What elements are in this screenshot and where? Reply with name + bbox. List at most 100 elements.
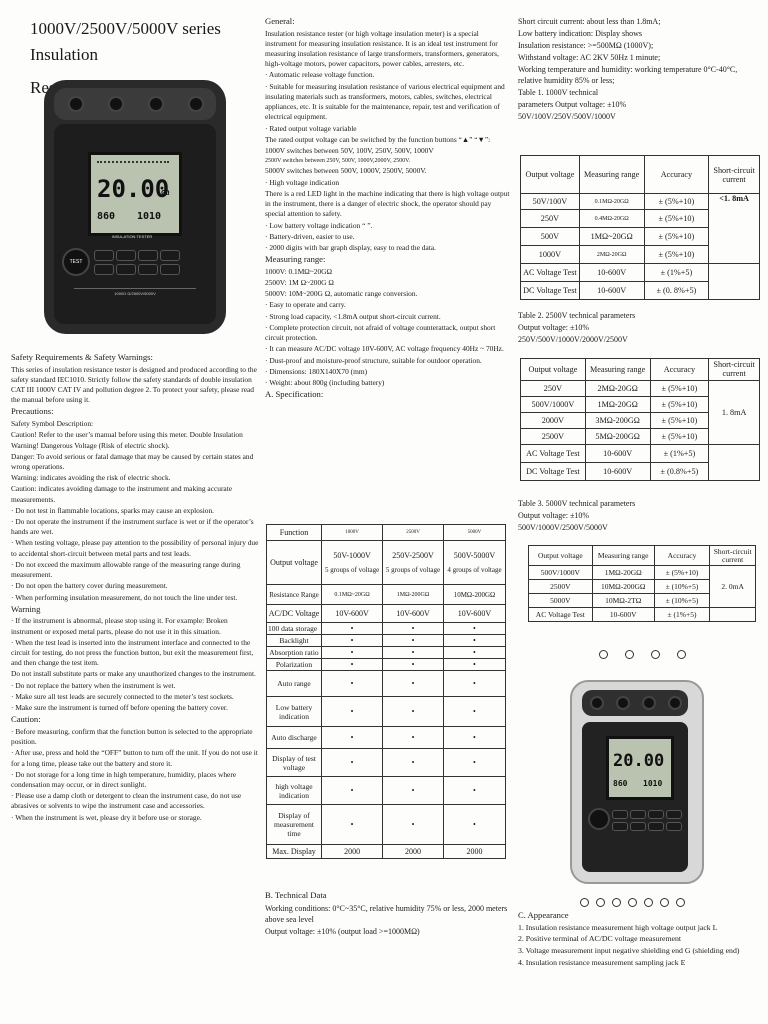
device-face: 20.00 GΩ 860 1010 INSULATION TESTER TEST… (54, 124, 216, 324)
spec-cell: 10MΩ-200GΩ (442, 584, 507, 605)
spec-row-feature: Auto discharge ••• (266, 726, 507, 749)
warning-bullet: If the instrument is abnormal, please st… (11, 616, 259, 636)
safety-section: Safety Requirements & Safety Warnings: T… (11, 352, 259, 824)
device-button-1[interactable] (94, 250, 114, 261)
jack-l-icon (68, 96, 84, 112)
appearance-item: 3. Voltage measurement input negative sh… (518, 946, 740, 956)
withstand-text: Withstand voltage: AC 2KV 50Hz 1 minute; (518, 53, 661, 63)
safety-bullet: Do not test in flammable locations, spar… (11, 506, 259, 516)
t3-cell: ± (10%+5) (653, 593, 711, 608)
t3-row: 500V/1000V 1MΩ-20GΩ ± (5%+10) 2. 0mA (528, 565, 756, 608)
test-button[interactable]: TEST (62, 248, 90, 276)
feature-auto-release: Automatic release voltage function. (265, 70, 510, 80)
callout-marker-icon (612, 898, 621, 907)
spec-cell: 10V-600V (442, 604, 507, 623)
t1-blank (708, 263, 760, 300)
tech-section: B. Technical Data Working conditions: 0°… (265, 890, 510, 938)
device-button-icon (666, 810, 682, 819)
t1-cell: ± (5%+10) (643, 193, 710, 210)
spec-cell: Low battery indication (266, 696, 322, 727)
spec-row-feature: Auto range ••• (266, 670, 507, 697)
t2-row: AC Voltage Test 10-600V ± (1%+5) (520, 444, 760, 481)
spec-dot: • (382, 776, 444, 805)
spec-row-max: Max. Display 2000 2000 2000 (266, 844, 507, 859)
device-button-5[interactable] (94, 264, 114, 275)
callout-marker-icon (628, 898, 637, 907)
t1-cell: AC Voltage Test (520, 263, 580, 282)
t1-cell: 1000V (520, 245, 580, 264)
device-button-2[interactable] (116, 250, 136, 261)
t2-blank (708, 444, 760, 481)
device-button-6[interactable] (116, 264, 136, 275)
spec-dot: • (442, 646, 507, 659)
warning-bullet: Make sure the instrument is turned off b… (11, 703, 259, 713)
spec-cell: Absorption ratio (266, 646, 322, 659)
spec-cell: 0.1MΩ~20GΩ (320, 584, 384, 605)
safety-bullet: Do not open the battery cover during mea… (11, 581, 259, 591)
spec-cell: high voltage indication (266, 776, 322, 805)
device-button-icon (648, 810, 664, 819)
t3-cell: AC Voltage Test (528, 607, 593, 622)
caution-bullet: Please use a damp cloth or detergent to … (11, 791, 259, 811)
spec-dot: • (382, 804, 444, 845)
spec-cell: 2000 (320, 844, 384, 859)
t2-header: Measuring range (584, 358, 651, 381)
feature-bar-graph: 2000 digits with bar graph display, easy… (265, 243, 510, 253)
device-top-panel (582, 690, 688, 716)
t2-cell: 1MΩ-20GΩ (584, 396, 651, 413)
range-1000: 1000V: 0.1MΩ~20GΩ (265, 266, 332, 276)
t1-cell: 250V (520, 209, 580, 228)
lcd-sub-left: 860 (97, 211, 116, 222)
callout-marker-icon (660, 898, 669, 907)
device-button-icon (666, 822, 682, 831)
t1-cell: 0.4MΩ-20GΩ (578, 209, 645, 228)
device-button-7[interactable] (138, 264, 158, 275)
spec-dot: • (320, 658, 384, 671)
t1-cell: 1MΩ~20GΩ (578, 227, 645, 246)
hv-text: There is a red LED light in the machine … (265, 188, 510, 219)
t3-row: 5000V 10MΩ-2TΩ ± (10%+5) (528, 593, 756, 608)
spec-cell: 100 data storage (266, 622, 322, 635)
spec-dot: • (382, 670, 444, 697)
t1-row: DC Voltage Test 10-600V ± (0. 8%+5) (520, 281, 760, 300)
spec-table: Function 1000V 2500V 5000V Output voltag… (266, 524, 507, 859)
t2-cell: ± (1%+5) (649, 444, 710, 463)
caution-bullet: Do not storage for a long time in high t… (11, 770, 259, 790)
appearance-item: 2. Positive terminal of AC/DC voltage me… (518, 934, 682, 944)
t3-cell: 10MΩ-2TΩ (591, 593, 655, 608)
warning-bullet: Do not replace the battery when the inst… (11, 681, 259, 691)
spec-row-feature: high voltage indication ••• (266, 776, 507, 805)
spec-dot: • (320, 804, 384, 845)
device-button-8[interactable] (160, 264, 180, 275)
spec-dot: • (442, 726, 507, 749)
table2-caption: Table 2. 2500V technical parameters Outp… (518, 310, 758, 346)
spec-dot: • (442, 670, 507, 697)
t3-row: AC Voltage Test 10-600V ± (1%+5) (528, 607, 756, 622)
t1-row: 1000V 2MΩ-20GΩ ± (5%+10) (520, 245, 760, 264)
device-button-3[interactable] (138, 250, 158, 261)
spec-dot: • (382, 622, 444, 635)
spec-header: 1000V (320, 524, 384, 541)
device-button-icon (648, 822, 664, 831)
table2-title: Table 2. 2500V technical parameters (518, 311, 636, 320)
spec-row-feature: Backlight ••• (266, 634, 507, 647)
tech-working: Working conditions: 0°C~35°C, relative h… (265, 903, 508, 924)
t3-header: Accuracy (653, 545, 711, 566)
device-button-4[interactable] (160, 250, 180, 261)
feature-battery: Battery-driven, easier to use. (265, 232, 510, 242)
feature-dust: Dust-proof and moisture-proof structure,… (265, 356, 510, 366)
feature-protection: Complete protection circuit, not afraid … (265, 323, 510, 343)
table-1000v: Output voltage Measuring range Accuracy … (520, 155, 760, 300)
caution-definition: Caution: indicates avoiding damage to th… (11, 484, 233, 504)
t1-cell: 2MΩ-20GΩ (578, 245, 645, 264)
lcd-unit: GΩ (161, 189, 170, 197)
device-top-panel (54, 88, 216, 120)
spec-cell: Display of measurement time (266, 804, 322, 845)
table3-title: Table 3. 5000V technical parameters (518, 499, 636, 508)
spec-cell: Auto discharge (266, 726, 322, 749)
tester-device-image: 20.00 GΩ 860 1010 INSULATION TESTER TEST… (44, 80, 226, 334)
appearance-section: C. Appearance 1. Insulation resistance m… (518, 910, 758, 970)
table2-sub1: Output voltage: ±10% (518, 323, 590, 333)
spec-dot: • (320, 748, 384, 777)
